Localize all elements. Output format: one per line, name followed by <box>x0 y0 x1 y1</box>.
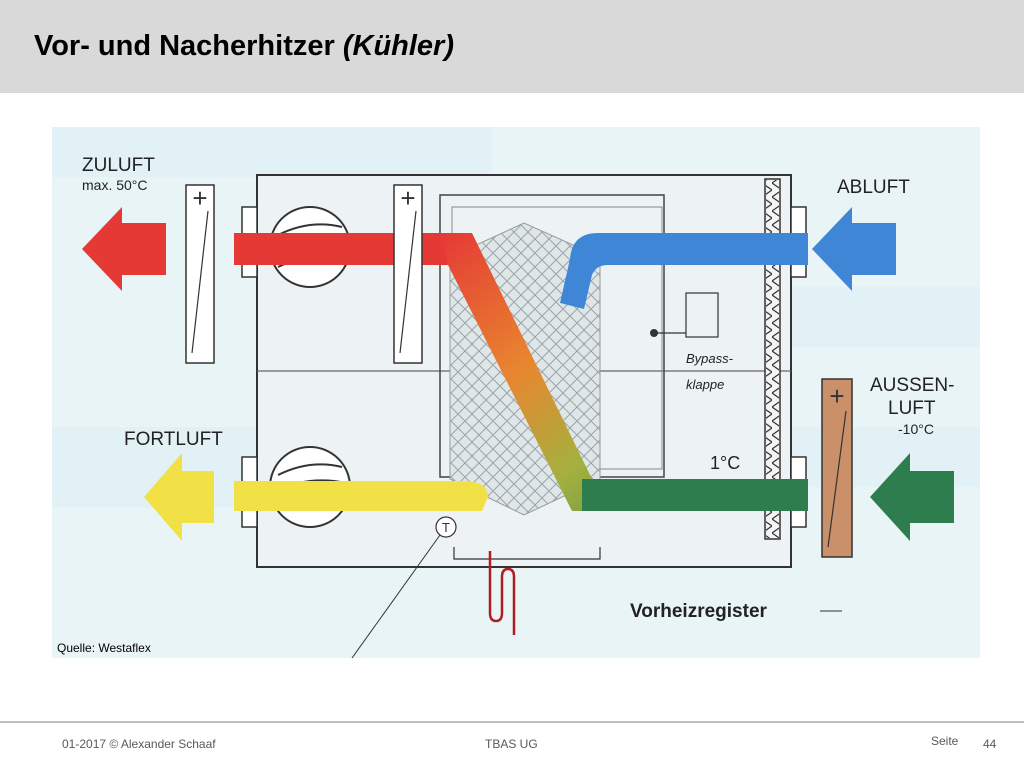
aussenluft-arrow <box>870 453 954 541</box>
label-bypass-1: Bypass- <box>686 351 734 366</box>
siphon-loop <box>488 551 516 635</box>
footer-divider <box>0 721 1024 723</box>
temperature-sensor <box>435 516 457 538</box>
heater-plus-1: + <box>192 183 207 213</box>
footer-company: TBAS UG <box>485 737 538 751</box>
ventilation-diagram: + + + T ZULUFT max. 50°C ABLUFT FORTLUFT… <box>52 127 980 658</box>
title-paren: (Kühler) <box>342 30 455 62</box>
bypass-damper-box <box>685 292 719 338</box>
label-aussen-1: AUSSEN- <box>870 375 954 396</box>
fortluft-arrow-body <box>182 471 214 523</box>
title-main: Vor- und Nacherhitzer <box>34 30 335 62</box>
label-vorheizregister: Vorheizregister <box>630 601 768 622</box>
outside-air-duct <box>582 479 808 511</box>
sensor-label: T <box>442 520 450 535</box>
page-title: Vor- und Nacherhitzer (Kühler) <box>34 30 454 63</box>
footer-copyright: 01-2017 © Alexander Schaaf <box>62 737 216 751</box>
preheater-box: + <box>821 378 853 558</box>
heater-plus-3: + <box>829 381 844 411</box>
footer-page-number: 44 <box>983 737 997 751</box>
post-heater-outer: + <box>185 183 215 364</box>
label-bypass-2: klappe <box>686 377 724 392</box>
label-aussen-2: LUFT <box>888 398 936 419</box>
label-zuluft-temp: max. 50°C <box>82 177 148 193</box>
abluft-arrow <box>812 207 896 291</box>
source-caption: Quelle: Westaflex <box>57 641 151 655</box>
sensor-line <box>351 534 441 658</box>
zuluft-arrow <box>82 207 166 291</box>
label-abluft: ABLUFT <box>837 177 910 198</box>
footer-seite-label: Seite <box>931 734 959 748</box>
label-1c: 1°C <box>710 453 740 473</box>
heater-plus-2: + <box>400 183 415 213</box>
label-fortluft: FORTLUFT <box>124 429 223 450</box>
filter-pattern <box>766 180 779 538</box>
supply-duct <box>234 233 460 265</box>
label-zuluft: ZULUFT <box>82 155 155 176</box>
title-bar <box>0 0 1024 93</box>
exhaust-duct <box>560 233 808 309</box>
condensate-siphon <box>453 547 601 560</box>
fortluft-duct <box>234 481 488 511</box>
label-aussen-temp: -10°C <box>898 421 934 437</box>
post-heater-inner: + <box>393 183 423 364</box>
bypass-pivot <box>650 329 658 337</box>
fortluft-arrow <box>144 453 192 541</box>
